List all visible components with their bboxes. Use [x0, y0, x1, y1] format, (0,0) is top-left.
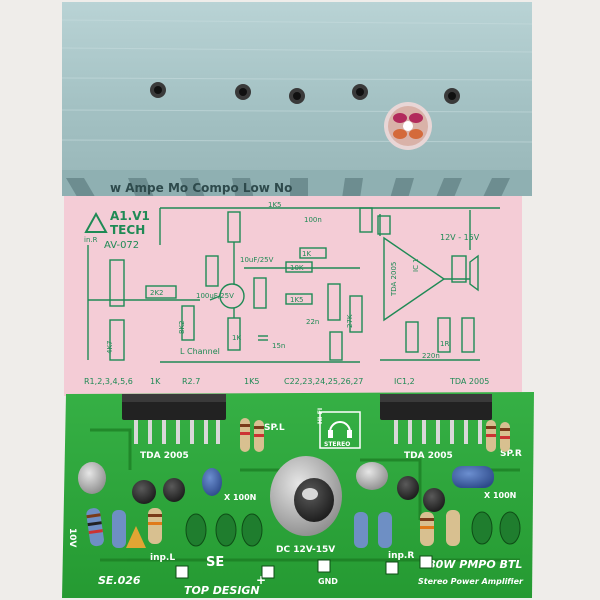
manual-ic-tag: IC 1 — [412, 258, 420, 272]
pcb-sp-left: SP.L — [264, 423, 285, 433]
val-r-1k5-b: 1K5 — [290, 296, 304, 304]
val-r-8k2: 8K2 — [178, 321, 186, 335]
manual-brand-top: A1.V1 — [110, 209, 150, 223]
pcb-power-subtitle: Stereo Power Amplifier — [418, 577, 524, 586]
pcb-board: TDA 2005 TDA 2005 SP.L SP.R X 100N X 100… — [62, 392, 534, 598]
pcb-side-label: 10V — [67, 528, 77, 548]
capacitor-main — [270, 456, 342, 536]
ceramic-cap — [126, 526, 146, 548]
parts-r7-val: 1K5 — [244, 377, 259, 386]
film-capacitors — [185, 511, 521, 547]
stereo-label: STEREO — [324, 441, 350, 448]
val-r-27k: 27K — [346, 314, 354, 328]
pcb-cap-left: X 100N — [224, 493, 256, 502]
capacitor-left — [78, 462, 222, 504]
parts-list-row: R1,2,3,4,5,6 1K R2.7 1K5 C22,23,24,25,26… — [84, 377, 489, 386]
hifi-badge: HI-FI STEREO — [317, 408, 361, 449]
capacitor-right — [356, 462, 494, 512]
val-c-15n: 15n — [272, 342, 285, 350]
pcb-ic-right: TDA 2005 — [404, 451, 453, 461]
pcb-model-code: SE.026 — [98, 574, 141, 587]
val-c-top: 100n — [304, 216, 322, 224]
hifi-label: HI-FI — [317, 408, 324, 424]
manual-ic-label: TDA 2005 — [390, 262, 398, 297]
heatsink-fin-text: w Ampe Mo Compo Low No — [110, 181, 292, 195]
val-r-top: 1K5 — [268, 201, 282, 209]
pcb-sp-right: SP.R — [500, 449, 522, 459]
pcb-pads — [175, 555, 433, 579]
manual-model: AV-072 — [104, 240, 139, 251]
val-r-1k-b: 1K — [232, 334, 241, 342]
pcb-se-center: SE — [206, 555, 224, 570]
ic-chip-right — [380, 394, 492, 444]
manual-in-label: in.R — [84, 236, 98, 244]
parts-r-list-val: 1K — [150, 377, 161, 386]
val-r-1k-a: 1K — [302, 250, 311, 258]
val-r-10k: 10K — [290, 264, 304, 272]
ic-chip-left — [122, 394, 226, 444]
schematic-wiring — [87, 207, 500, 363]
parts-r7: R2.7 — [182, 377, 200, 386]
val-r-1r: 1R — [440, 340, 449, 348]
val-c-220n: 220n — [422, 352, 440, 360]
mounting-holes — [150, 82, 460, 104]
val-r-2k2: 2K2 — [150, 289, 164, 297]
val-c-100uf: 100uF/25V — [196, 292, 234, 300]
manual-channel-label: L Channel — [180, 347, 220, 356]
parts-r-list: R1,2,3,4,5,6 — [84, 377, 133, 386]
pcb-supply: DC 12V-15V — [276, 545, 335, 555]
resistors — [86, 418, 510, 548]
pcb-top-design: TOP DESIGN — [184, 584, 260, 597]
val-r-4k7: 4K7 — [106, 341, 114, 355]
logo-sticker — [384, 102, 432, 150]
parts-c-list: C22,23,24,25,26,27 — [284, 377, 363, 386]
manual-supply-label: 12V - 15V — [440, 233, 480, 242]
pcb-ic-left: TDA 2005 — [140, 451, 189, 461]
val-c-22n: 22n — [306, 318, 319, 326]
heatsink: w Ampe Mo Compo Low No — [61, 2, 533, 212]
pcb-input-right: inp.R — [388, 551, 414, 561]
pcb-plus: + — [256, 573, 266, 587]
pcb-power-title: 80W PMPO BTL — [428, 558, 522, 571]
val-c-10uf: 10uF/25V — [240, 256, 274, 264]
schematic-sheet: A1.V1 TECH AV-072 in.R L Channel 12V - 1… — [64, 196, 522, 396]
parts-ic-part: TDA 2005 — [449, 377, 489, 386]
pcb-cap-right: X 100N — [484, 491, 516, 500]
manual-brand-bottom: TECH — [110, 223, 145, 237]
pcb-input-left: inp.L — [150, 553, 175, 563]
pcb-gnd: GND — [318, 577, 338, 586]
parts-ic-ref: IC1,2 — [394, 377, 415, 386]
